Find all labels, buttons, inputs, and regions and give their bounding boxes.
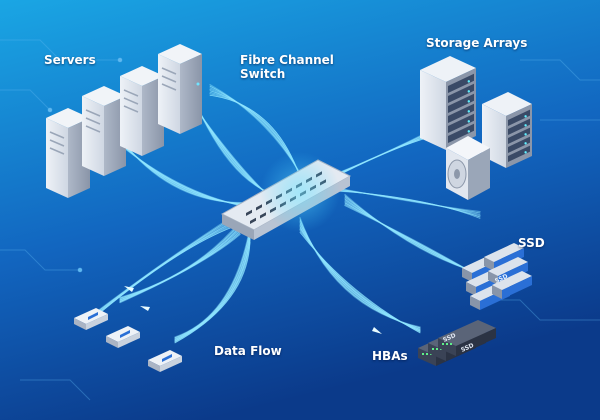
fibre-channel-switch: [220, 152, 352, 240]
hba-icon: [438, 320, 496, 356]
storage-array-icon: [420, 56, 476, 150]
hba-drive-label: SSD: [442, 332, 457, 344]
ssd-drive-label: SSD: [494, 273, 509, 285]
switch-label-line2: Switch: [240, 67, 286, 81]
ssd-icon: [492, 271, 532, 299]
transceiver-icon: [74, 308, 108, 330]
storage-arrays-group: [420, 56, 532, 200]
data-flow-label: Data Flow: [214, 344, 282, 358]
ssd-label: SSD: [518, 236, 545, 250]
server-icon: [158, 44, 202, 134]
servers-group: [46, 44, 202, 198]
server-icon: [120, 66, 164, 156]
data-flow-modules: [74, 308, 182, 372]
flow-arrows: [124, 286, 382, 334]
storage-arrays-label: Storage Arrays: [426, 36, 528, 50]
arrow-icon: [140, 306, 150, 311]
arrow-icon: [124, 286, 134, 292]
server-icon: [82, 86, 126, 176]
ssd-stack: SSD: [462, 243, 532, 310]
switch-label: Fibre Channel Switch: [240, 53, 334, 81]
transceiver-icon: [148, 350, 182, 372]
transceiver-icon: [106, 326, 140, 348]
servers-label: Servers: [44, 53, 96, 67]
disk-icon: [446, 136, 490, 200]
circuit-pattern: [0, 39, 600, 401]
hbas-label: HBAs: [372, 349, 408, 363]
hba-drive-label: SSD: [460, 342, 475, 354]
switch-label-line1: Fibre Channel: [240, 53, 334, 67]
switch-glow: [260, 152, 340, 232]
arrow-icon: [372, 327, 382, 334]
